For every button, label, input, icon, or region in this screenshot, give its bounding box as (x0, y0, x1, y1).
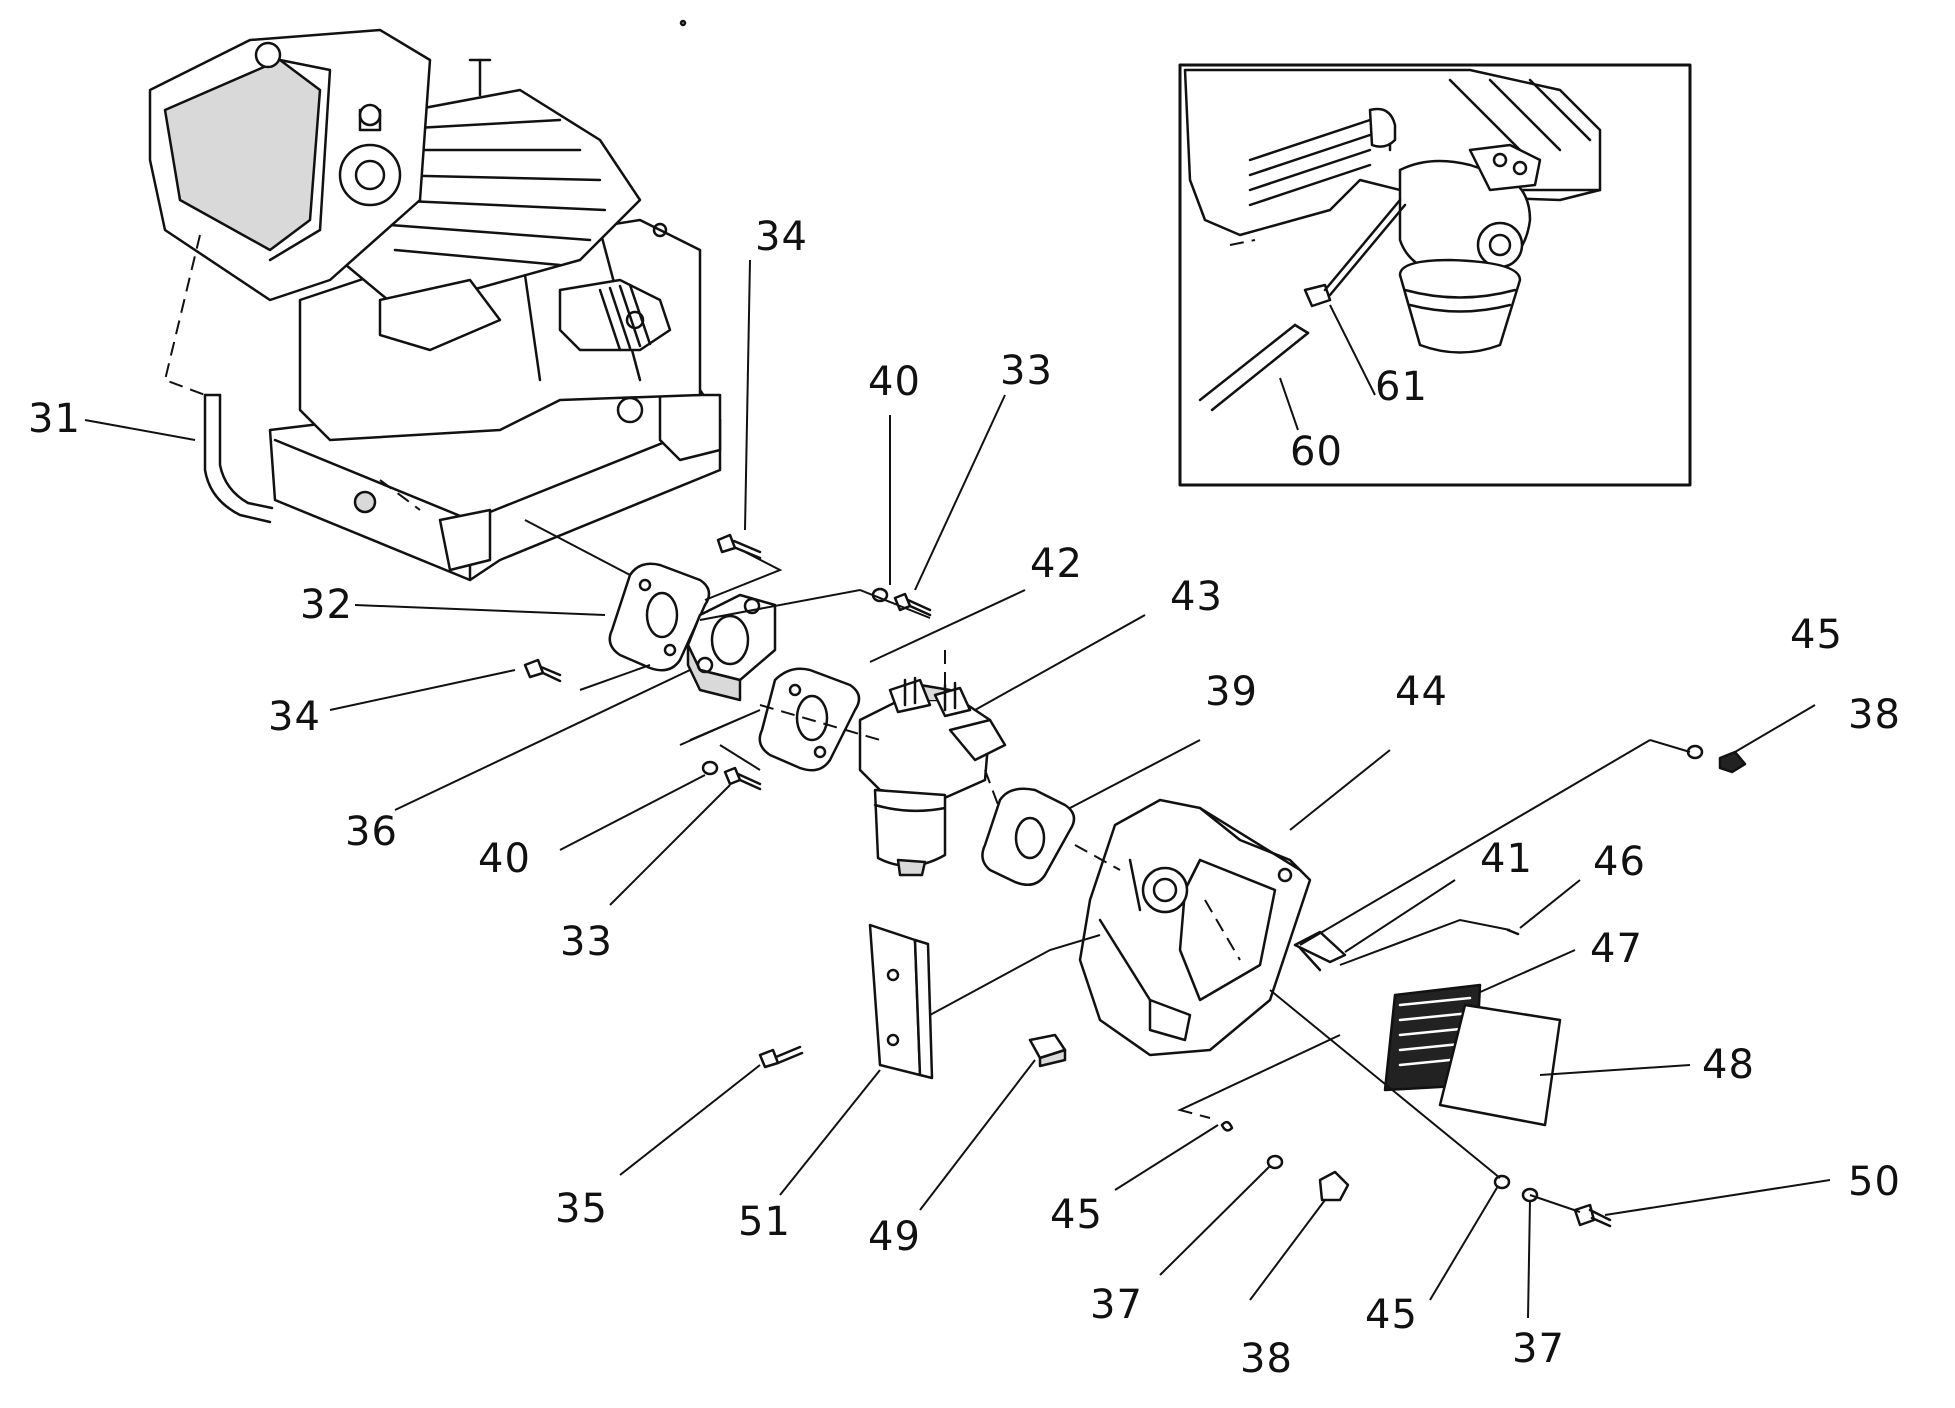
callout-31: 31 (28, 396, 81, 442)
callout-34-lower: 34 (268, 694, 321, 740)
spacer-block (1028, 1033, 1067, 1068)
callout-60: 60 (1290, 429, 1343, 475)
bracket (868, 923, 934, 1080)
callout-41: 41 (1480, 836, 1533, 882)
callout-39: 39 (1205, 669, 1258, 715)
gasket-32 (608, 562, 711, 672)
assembly-lines (379, 479, 1691, 1213)
callout-40-upper: 40 (868, 359, 921, 405)
fuel-line-inset (1178, 63, 1692, 487)
callout-43: 43 (1170, 574, 1223, 620)
callout-47: 47 (1590, 926, 1643, 972)
callout-33-upper: 33 (1000, 348, 1053, 394)
callout-32: 32 (300, 582, 353, 628)
callout-49: 49 (868, 1214, 921, 1260)
callout-35: 35 (555, 1186, 608, 1232)
callout-36: 36 (345, 809, 398, 855)
callout-45-left: 45 (1050, 1192, 1103, 1238)
callout-34-upper: 34 (755, 214, 808, 260)
fasteners (523, 19, 1747, 1228)
gasket-39 (981, 787, 1076, 887)
callout-48: 48 (1702, 1042, 1755, 1088)
breather-tube (163, 234, 274, 524)
callout-40-lower: 40 (478, 836, 531, 882)
callout-33-lower: 33 (560, 919, 613, 965)
callout-38-lower: 38 (1240, 1336, 1293, 1382)
callout-leaders (84, 259, 1831, 1319)
callout-51: 51 (738, 1199, 791, 1245)
callout-labels: 31 32 33 33 34 34 35 36 37 37 38 38 39 4… (28, 214, 1901, 1382)
callout-44: 44 (1395, 669, 1448, 715)
filter-cover (1438, 1003, 1562, 1127)
callout-50: 50 (1848, 1159, 1901, 1205)
callout-37-right: 37 (1512, 1326, 1565, 1372)
callout-46: 46 (1593, 839, 1646, 885)
carburetor (858, 650, 1007, 877)
carb-spacer-36 (686, 593, 777, 702)
callout-42: 42 (1030, 541, 1083, 587)
callout-38-upper: 38 (1848, 692, 1901, 738)
air-cleaner-base (1078, 798, 1347, 1057)
callout-61: 61 (1375, 364, 1428, 410)
callout-37-left: 37 (1090, 1282, 1143, 1328)
callout-45-right: 45 (1365, 1292, 1418, 1338)
callout-45-upper: 45 (1790, 612, 1843, 658)
engine-block (148, 28, 722, 582)
